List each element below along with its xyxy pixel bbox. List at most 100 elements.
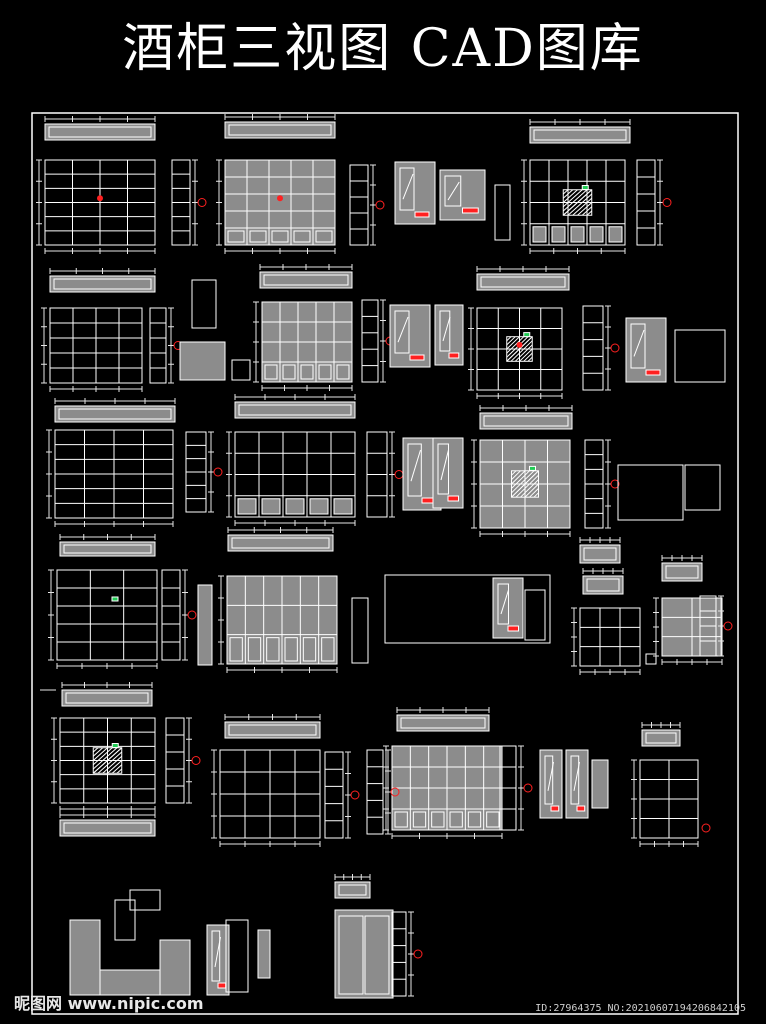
top-view <box>129 889 161 911</box>
top-view <box>54 405 176 423</box>
accent-mark <box>581 185 589 190</box>
top-view-inner <box>228 724 317 736</box>
accent-mark <box>111 596 119 602</box>
top-view <box>661 562 703 582</box>
top-view <box>529 126 631 144</box>
top-view <box>227 534 334 552</box>
glass-hatch <box>442 316 451 342</box>
door-panel <box>300 364 314 380</box>
callout-circle <box>610 343 620 353</box>
cabinet-drawings <box>36 114 733 999</box>
glass-hatch <box>397 316 409 343</box>
accent-mark <box>523 332 531 338</box>
detail-section <box>684 464 721 511</box>
lattice-line <box>116 768 123 774</box>
drawing-title: 酒柜三视图 CAD图库 <box>122 19 644 79</box>
top-view-inner <box>65 692 149 704</box>
lattice-line <box>527 356 533 362</box>
door-panel <box>315 230 333 243</box>
door-panel <box>467 811 482 828</box>
detail-base <box>414 211 430 218</box>
callout-circle <box>350 790 360 800</box>
lattice-line <box>523 352 533 362</box>
top-view <box>59 819 156 837</box>
detail-door <box>497 583 509 625</box>
lattice-line <box>511 470 521 480</box>
door-panel <box>293 230 311 243</box>
lattice-line <box>506 336 525 354</box>
callout-circle <box>213 467 223 477</box>
lattice-line <box>97 751 123 774</box>
detail-base <box>447 495 459 502</box>
detail-door <box>211 930 221 982</box>
side-view <box>197 584 213 666</box>
watermark-site: 昵图网 www.nipic.com <box>14 994 204 1013</box>
glass-hatch <box>214 936 221 968</box>
door-panel <box>302 637 317 662</box>
detail-base <box>507 625 519 632</box>
drawer-unit <box>99 969 161 996</box>
side-view <box>257 929 271 979</box>
lattice-line <box>520 479 539 498</box>
accent-mark <box>111 743 119 748</box>
door-panel <box>229 637 243 662</box>
front-elevation <box>579 607 641 667</box>
detail-door <box>407 443 422 497</box>
lattice-line <box>107 760 123 774</box>
side-view <box>582 305 604 391</box>
top-view <box>479 412 573 430</box>
callout-circle <box>523 783 533 793</box>
top-view-inner <box>400 717 486 729</box>
lattice-line <box>506 336 512 342</box>
callout-circle <box>610 479 620 489</box>
door-panel <box>532 226 547 243</box>
callout-circle <box>701 823 711 833</box>
top-view-inner <box>58 408 172 420</box>
lattice-line <box>92 747 123 774</box>
door-panel <box>394 811 408 828</box>
lattice-line <box>511 470 526 485</box>
door-panel <box>309 498 329 515</box>
lattice-line <box>511 470 517 476</box>
top-view <box>234 401 356 419</box>
sheet-frame <box>31 112 739 1015</box>
detail-base <box>550 805 560 812</box>
door-panel <box>285 498 305 515</box>
lattice-line <box>524 483 539 498</box>
door-panel <box>431 811 445 828</box>
top-view <box>582 575 624 595</box>
glass-hatch <box>633 329 645 357</box>
side-view <box>524 589 546 641</box>
side-view <box>231 359 251 381</box>
door-panel <box>551 226 566 243</box>
callout-circle <box>645 653 657 665</box>
door-panel <box>589 226 604 243</box>
callout-circle <box>375 200 385 210</box>
top-view-inner <box>63 544 152 554</box>
lattice-line <box>102 755 123 774</box>
lattice-line <box>515 474 539 498</box>
watermark-id: ID:27964375 NO:20210607194206842105 <box>535 1003 746 1014</box>
lattice-line <box>92 747 113 766</box>
detail-door <box>444 175 462 207</box>
lattice-line <box>562 189 578 203</box>
top-view <box>224 721 321 739</box>
top-view <box>61 689 153 707</box>
lattice-line <box>92 747 108 761</box>
glass-hatch <box>573 761 580 791</box>
detail-door <box>394 310 410 354</box>
detail-panel <box>565 749 589 819</box>
lattice-line <box>506 336 520 350</box>
lattice-line <box>562 189 588 212</box>
top-view-inner <box>533 129 627 141</box>
lattice-line <box>562 189 593 216</box>
callout-circle <box>413 949 423 959</box>
lattice-line <box>572 197 593 216</box>
top-view-inner <box>583 547 617 561</box>
lattice-line <box>92 747 99 753</box>
lattice-line <box>519 348 533 362</box>
detail-door <box>544 755 554 805</box>
side-view <box>391 911 407 997</box>
door-panel <box>249 230 267 243</box>
